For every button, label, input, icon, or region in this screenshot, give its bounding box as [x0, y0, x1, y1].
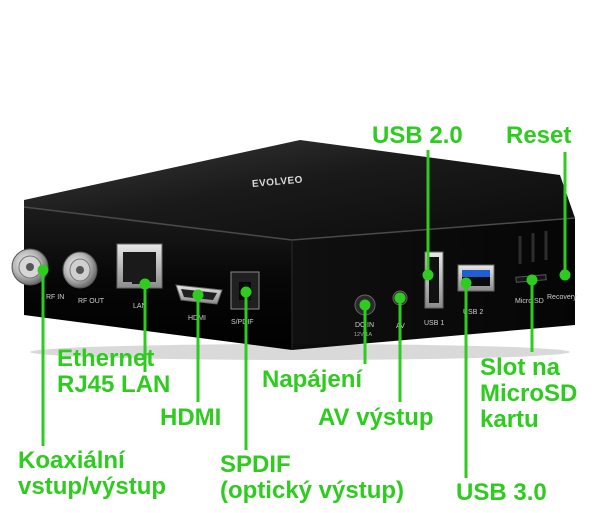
microsd-label: Micro SD: [515, 298, 544, 305]
brand-logo-text: EVOLVEO: [252, 175, 304, 190]
rf-out-label: RF OUT: [78, 298, 105, 305]
callout-microsd-line1: Slot na: [480, 354, 561, 381]
callout-microsd-line2: MicroSD: [480, 380, 578, 407]
callout-microsd-line3: kartu: [480, 406, 539, 433]
vent-slots: [518, 231, 548, 264]
usb1-label: USB 1: [424, 320, 444, 327]
callout-spdif-line2: (optický výstup): [220, 477, 405, 504]
coax-rf-in: [11, 248, 49, 286]
callout-av: AV výstup: [318, 404, 434, 431]
callout-reset: Reset: [506, 122, 572, 149]
coax-rf-out: [62, 251, 98, 289]
lan-port: [116, 243, 163, 289]
callout-coax: Koaxiální vstup/výstup: [18, 448, 166, 500]
callout-ethernet-line2: RJ45 LAN: [57, 371, 171, 398]
callout-microsd-slot: Slot na MicroSD kartu: [480, 355, 577, 433]
dc-in-label-2: 12V 1A: [354, 332, 372, 338]
callout-ethernet: Ethernet RJ45 LAN: [57, 346, 170, 398]
callout-spdif: SPDIF (optický výstup): [220, 452, 404, 504]
spdif-label: S/PDIF: [231, 319, 254, 326]
callout-leaders: [37, 150, 571, 478]
rf-in-label: RF IN: [46, 294, 64, 301]
callout-spdif-line1: SPDIF: [220, 451, 291, 478]
callout-coax-line1: Koaxiální: [18, 447, 125, 474]
recovery-label: Recovery: [547, 294, 577, 301]
callout-hdmi: HDMI: [160, 404, 222, 431]
lan-label: LAN: [133, 303, 147, 310]
callout-usb30: USB 3.0: [456, 479, 547, 506]
box-top: [24, 140, 575, 240]
callout-coax-line2: vstup/výstup: [18, 473, 167, 500]
brand-logo: EVOLVEO: [252, 175, 304, 190]
callout-napajeni: Napájení: [262, 366, 363, 393]
callout-ethernet-line1: Ethernet: [57, 345, 155, 372]
usb2-label: USB 2: [463, 309, 483, 316]
callout-usb20: USB 2.0: [372, 122, 463, 149]
